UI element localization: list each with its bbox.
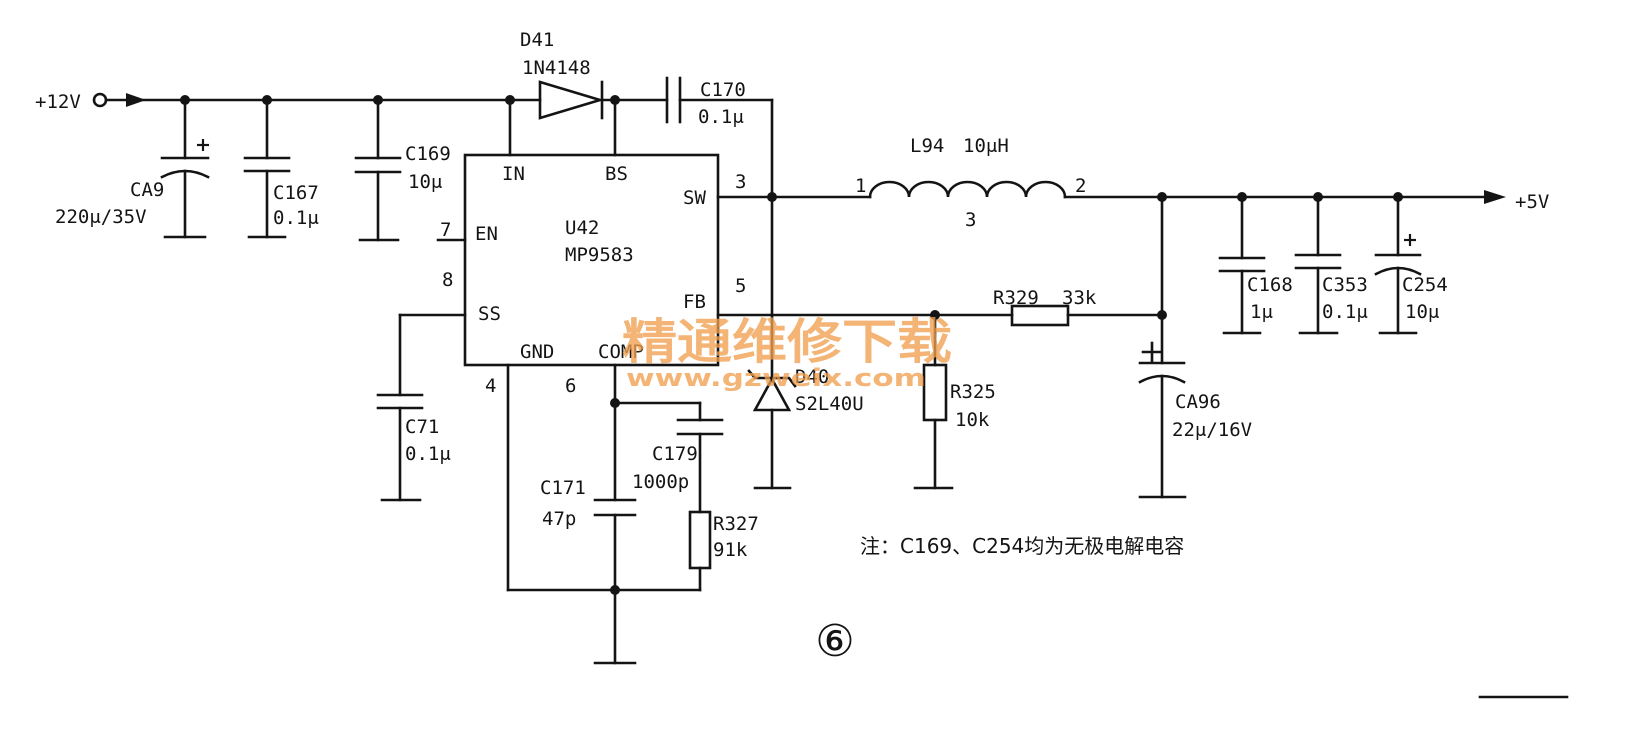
ic-ref: U42 <box>565 217 599 239</box>
r329-ref: R329 <box>993 287 1039 309</box>
ca96-ref: CA96 <box>1175 391 1221 413</box>
pin-ss-name: SS <box>478 303 501 325</box>
wires-en-ss <box>398 238 467 397</box>
c169-value: 10μ <box>408 171 442 193</box>
pin-gnd-name: GND <box>520 341 554 363</box>
c254-ref: C254 <box>1402 274 1448 296</box>
d40-value: S2L40U <box>795 393 864 415</box>
capacitor-ca9 <box>160 98 210 239</box>
c171-ref: C171 <box>540 477 586 499</box>
ic-u42 <box>463 153 720 367</box>
capacitor-ca96 <box>1138 195 1187 499</box>
c169-ref: C169 <box>405 143 451 165</box>
capacitor-c171 <box>593 498 637 592</box>
c179-ref: C179 <box>652 443 698 465</box>
r329-value: 33k <box>1062 287 1097 309</box>
ca9-value: 220μ/35V <box>55 206 147 228</box>
r327-ref: R327 <box>713 513 759 535</box>
pin-in-name: IN <box>502 163 525 185</box>
pin-fb-number: 5 <box>735 275 746 297</box>
c171-value: 47p <box>542 508 576 530</box>
inductor-l94 <box>868 180 1067 199</box>
pin-comp-number: 6 <box>565 375 576 397</box>
ic-part: MP9583 <box>565 244 634 266</box>
l94-pin1: 1 <box>855 175 866 197</box>
pin-en-name: EN <box>475 223 498 245</box>
capacitor-c170 <box>665 76 682 124</box>
c254-value: 10μ <box>1405 301 1439 323</box>
resistor-r329 <box>1010 304 1070 327</box>
capacitor-c71 <box>376 393 424 502</box>
l94-pin3: 3 <box>965 209 976 231</box>
pin-gnd-number: 4 <box>485 375 496 397</box>
diode-d40 <box>747 369 797 490</box>
wires-output-rail <box>716 190 1506 204</box>
wires-gnd-comp <box>506 363 702 665</box>
c353-value: 0.1μ <box>1322 301 1368 323</box>
pin-bs-name: BS <box>605 163 628 185</box>
figure-number: ⑥ <box>815 616 854 667</box>
capacitor-c353 <box>1294 195 1342 335</box>
output-voltage-label: +5V <box>1515 191 1549 213</box>
l94-pin2: 2 <box>1075 175 1086 197</box>
c170-value: 0.1μ <box>698 106 744 128</box>
input-voltage-label: +12V <box>35 91 81 113</box>
resistor-r325 <box>913 313 954 490</box>
r327-value: 91k <box>713 539 748 561</box>
l94-value: 10μH <box>963 135 1009 157</box>
wires-top-rail <box>104 98 774 490</box>
ca96-value: 22μ/16V <box>1172 419 1252 441</box>
r325-value: 10k <box>955 409 990 431</box>
capacitor-c179 <box>676 418 724 514</box>
ca9-ref: CA9 <box>130 179 164 201</box>
c167-value: 0.1μ <box>273 207 319 229</box>
l94-ref: L94 <box>910 135 944 157</box>
pin-sw-number: 3 <box>735 171 746 193</box>
junction-dots <box>180 95 1403 595</box>
c168-value: 1μ <box>1250 301 1273 323</box>
pin-ss-number: 8 <box>442 269 453 291</box>
pin-sw-name: SW <box>683 187 706 209</box>
c71-value: 0.1μ <box>405 443 451 465</box>
resistor-r327 <box>688 510 712 592</box>
pin-fb-name: FB <box>683 291 706 313</box>
d41-ref: D41 <box>520 29 554 51</box>
diode-d41 <box>538 80 605 120</box>
watermark-url: www.gzweix.com <box>626 364 926 392</box>
watermark-text: 精通维修下载 <box>622 314 952 370</box>
capacitor-c168 <box>1218 195 1266 335</box>
d40-ref: D40 <box>795 366 829 388</box>
c353-ref: C353 <box>1322 274 1368 296</box>
capacitor-c169 <box>354 98 402 242</box>
d41-value: 1N4148 <box>522 57 591 79</box>
pin-en-number: 7 <box>440 219 451 241</box>
pin-comp-name: COMP <box>598 341 644 363</box>
c168-ref: C168 <box>1247 274 1293 296</box>
footnote: 注：C169、C254均为无极电解电容 <box>860 534 1184 558</box>
r325-ref: R325 <box>950 381 996 403</box>
output-arrow-icon <box>1484 190 1506 204</box>
capacitor-c167 <box>243 98 291 239</box>
c167-ref: C167 <box>273 182 319 204</box>
c170-ref: C170 <box>700 79 746 101</box>
c179-value: 1000p <box>632 471 689 493</box>
watermark: 精通维修下载 www.gzweix.com <box>622 314 952 392</box>
c71-ref: C71 <box>405 416 439 438</box>
capacitor-c254 <box>1374 195 1422 335</box>
